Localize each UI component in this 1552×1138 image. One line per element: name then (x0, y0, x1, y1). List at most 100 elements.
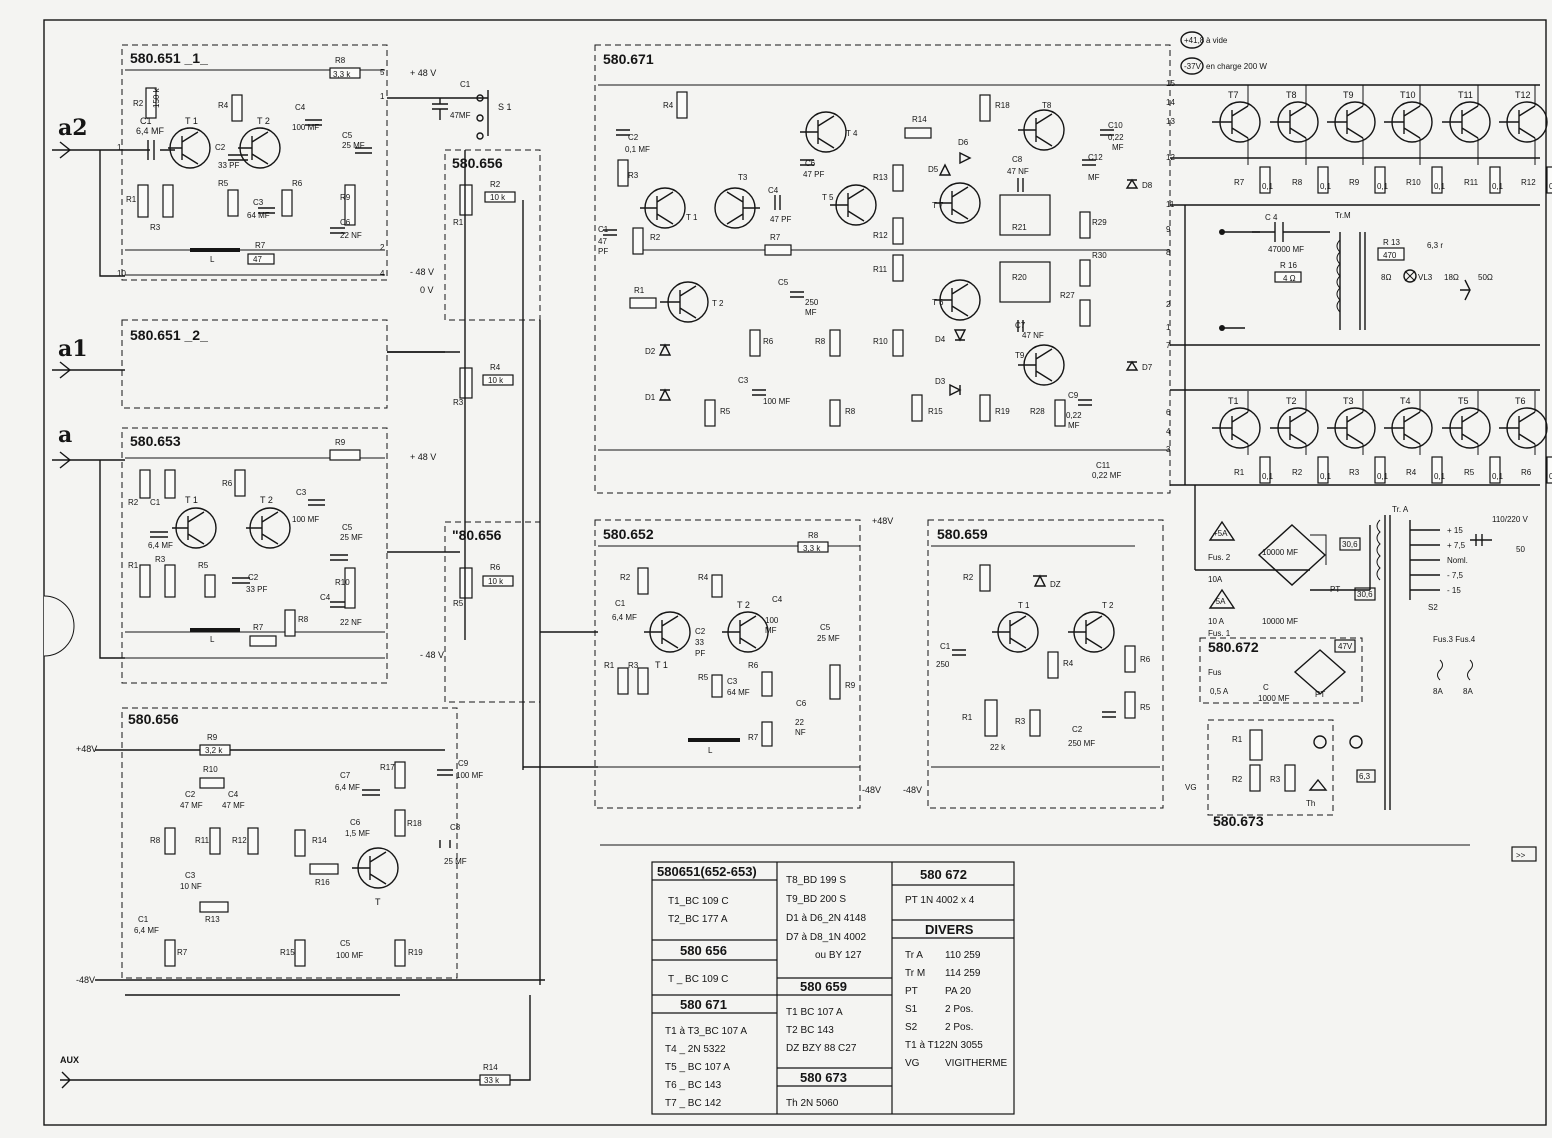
svg-text:R10: R10 (873, 337, 888, 346)
svg-text:Fus.3 Fus.4: Fus.3 Fus.4 (1433, 635, 1476, 644)
svg-text:10A: 10A (1208, 575, 1223, 584)
svg-text:C1: C1 (615, 599, 626, 608)
svg-text:4: 4 (380, 269, 385, 278)
resistor-value: 0,1 (1549, 472, 1552, 481)
svg-text:R30: R30 (1092, 251, 1107, 260)
svg-text:R2: R2 (133, 99, 144, 108)
transistor-label: T5 (1458, 396, 1469, 406)
svg-text:C2: C2 (185, 790, 196, 799)
svg-text:R6: R6 (292, 179, 303, 188)
parts-header-651: 580651(652-653) (657, 864, 757, 879)
svg-text:50Ω: 50Ω (1478, 273, 1493, 282)
svg-text:22 NF: 22 NF (340, 618, 362, 627)
svg-text:T 1: T 1 (185, 116, 198, 126)
svg-text:33 PF: 33 PF (218, 161, 239, 170)
transistor-label: T10 (1400, 90, 1416, 100)
svg-text:C10: C10 (1108, 121, 1123, 130)
svg-text:R2: R2 (963, 573, 974, 582)
svg-text:25 MF: 25 MF (342, 141, 365, 150)
svg-text:- 7,5: - 7,5 (1447, 571, 1464, 580)
output-transformer: C 4 47000 MF R 16 4 Ω Tr.M R 13 470 VL3 … (1252, 211, 1493, 330)
emitter-resistor (1431, 456, 1443, 484)
svg-text:C3: C3 (185, 871, 196, 880)
svg-text:D2: D2 (645, 347, 656, 356)
svg-text:8Ω: 8Ω (1381, 273, 1391, 282)
svg-text:C4: C4 (768, 186, 779, 195)
svg-text:30,6: 30,6 (1342, 540, 1358, 549)
svg-text:C3: C3 (253, 198, 264, 207)
emitter-resistor (1546, 166, 1552, 194)
svg-text:100 MF: 100 MF (763, 397, 790, 406)
resistor-label: R2 (1292, 468, 1303, 477)
parts-row: ou BY 127 (815, 950, 862, 961)
svg-text:MF: MF (1068, 421, 1080, 430)
svg-text:+5A: +5A (1213, 529, 1228, 538)
svg-text:4 Ω: 4 Ω (1283, 274, 1296, 283)
divers-value: 2 Pos. (945, 1004, 973, 1015)
svg-text:R16: R16 (315, 878, 330, 887)
svg-text:T9: T9 (1015, 351, 1025, 360)
svg-text:13: 13 (1166, 117, 1175, 126)
svg-text:100: 100 (765, 616, 779, 625)
parts-header-656: 580 656 (680, 943, 727, 958)
parts-table (651, 861, 1015, 1115)
resistor-value: 0,1 (1320, 472, 1332, 481)
svg-text:25 MF: 25 MF (817, 634, 840, 643)
svg-text:C3: C3 (727, 677, 738, 686)
svg-text:100 MF: 100 MF (336, 951, 363, 960)
svg-text:C2: C2 (695, 627, 706, 636)
svg-text:R4: R4 (218, 101, 229, 110)
svg-text:PF: PF (598, 247, 608, 256)
svg-text:10 k: 10 k (490, 193, 506, 202)
svg-text:R2: R2 (620, 573, 631, 582)
svg-text:10 NF: 10 NF (180, 882, 202, 891)
svg-text:6,3 r: 6,3 r (1427, 241, 1443, 250)
svg-text:R9: R9 (340, 193, 351, 202)
svg-text:0,22: 0,22 (1108, 133, 1124, 142)
resistor-label: R9 (1349, 178, 1360, 187)
svg-text:22: 22 (795, 718, 804, 727)
svg-text:0,1 MF: 0,1 MF (625, 145, 650, 154)
resistor-label: R1 (1234, 468, 1245, 477)
svg-text:PT: PT (1315, 690, 1325, 699)
emitter-resistor (1489, 456, 1501, 484)
transistor-label: T9 (1343, 90, 1354, 100)
svg-text:C4: C4 (320, 593, 331, 602)
module-580-653: 580.653 T 1 T 2 R2 R6 R1 R3 R5 R8 R10 R9… (121, 427, 388, 684)
svg-text:R19: R19 (995, 407, 1010, 416)
svg-text:C: C (1263, 683, 1269, 692)
parts-row: T1_BC 109 C (668, 896, 729, 907)
voltage-open-label: à vide (1206, 36, 1228, 45)
svg-text:R8: R8 (845, 407, 856, 416)
svg-text:C5: C5 (820, 623, 831, 632)
svg-text:MF: MF (1112, 143, 1124, 152)
resistor-label: R8 (1292, 178, 1303, 187)
input-a0-label: a (58, 422, 72, 448)
output-arrow-label: >> (1516, 851, 1526, 860)
svg-text:D6: D6 (958, 138, 969, 147)
c1-switch-label: C1 (460, 80, 471, 89)
svg-text:580.671: 580.671 (603, 51, 654, 67)
svg-text:3,3 k: 3,3 k (803, 544, 821, 553)
parts-row: T7 _ BC 142 (665, 1098, 722, 1109)
emitter-resistor (1489, 166, 1501, 194)
svg-text:C1: C1 (598, 225, 609, 234)
svg-text:+48V: +48V (76, 744, 97, 754)
emitter-resistor (1259, 166, 1271, 194)
svg-text:NF: NF (795, 728, 806, 737)
parts-header-673: 580 673 (800, 1070, 847, 1085)
svg-text:Th: Th (1306, 799, 1315, 808)
svg-text:T: T (375, 897, 381, 907)
svg-text:T 1: T 1 (185, 495, 198, 505)
power-supply: +5A Fus. 2 10A -5A 10 A Fus. 1 10000 MF … (1194, 485, 1529, 810)
svg-text:64 MF: 64 MF (247, 211, 270, 220)
svg-text:-48V: -48V (903, 785, 922, 795)
svg-text:T 5: T 5 (822, 193, 834, 202)
emitter-resistor (1546, 456, 1552, 484)
svg-text:R5: R5 (698, 673, 709, 682)
